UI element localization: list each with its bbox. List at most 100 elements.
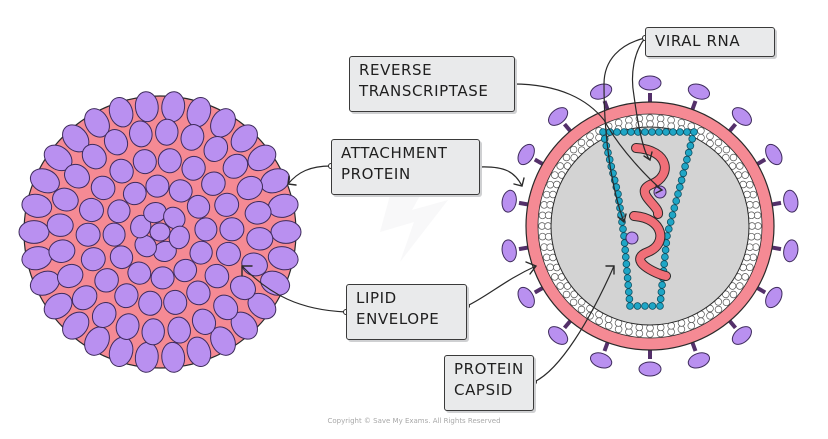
attachment-protein-knob bbox=[214, 192, 240, 217]
capsid-protein-bead bbox=[624, 288, 633, 296]
lipid-bead bbox=[646, 120, 654, 128]
lipid-bead bbox=[546, 180, 554, 189]
attachment-protein-knob bbox=[114, 283, 139, 309]
lipid-bead bbox=[614, 325, 623, 334]
attachment-protein-knob bbox=[109, 245, 134, 270]
capsid-protein-bead bbox=[661, 253, 669, 261]
attachment-protein-knob bbox=[149, 222, 171, 242]
attachment-protein-knob bbox=[246, 227, 274, 251]
lipid-bead bbox=[556, 162, 564, 170]
label-lipid-envelope-line2: ENVELOPE bbox=[356, 310, 440, 328]
lipid-bead bbox=[746, 180, 754, 189]
attachment-protein-knob bbox=[260, 270, 291, 296]
attachment-protein-knob bbox=[107, 199, 131, 224]
lipid-bead bbox=[677, 325, 686, 334]
lipid-bead bbox=[706, 312, 714, 320]
copyright-notice: Copyright © Save My Exams. All Rights Re… bbox=[327, 417, 501, 425]
capsid-protein-bead bbox=[623, 274, 632, 282]
capsid-protein-bead bbox=[679, 169, 688, 178]
attachment-protein-knob bbox=[80, 247, 106, 272]
lipid-bead bbox=[722, 290, 730, 299]
label-reverse-transcriptase: REVERSE TRANSCRIPTASE bbox=[349, 56, 515, 112]
lipid-bead bbox=[544, 222, 552, 230]
reverse-transcriptase-enzyme bbox=[625, 231, 639, 245]
capsid-protein-bead bbox=[602, 142, 611, 150]
capsid-protein-bead bbox=[620, 128, 628, 136]
attachment-protein-knob bbox=[181, 155, 206, 181]
capsid-protein-bead bbox=[607, 162, 616, 171]
attachment-protein-knob bbox=[29, 168, 60, 194]
lipid-bead bbox=[714, 138, 723, 147]
capsid-protein-bead bbox=[648, 302, 657, 310]
capsid-protein-bead bbox=[622, 260, 631, 268]
attachment-protein-head bbox=[765, 286, 783, 309]
attachment-protein-head bbox=[517, 143, 535, 166]
lipid-bead bbox=[570, 290, 578, 299]
capsid-protein-bead bbox=[655, 128, 663, 136]
label-protein-capsid-line2: CAPSID bbox=[454, 381, 513, 399]
attachment-protein-knob bbox=[21, 193, 53, 218]
leader-lipid-right bbox=[466, 265, 537, 307]
attachment-protein-knob bbox=[219, 217, 245, 242]
attachment-protein-knob bbox=[201, 171, 226, 196]
attachment-protein-knob bbox=[62, 311, 90, 340]
attachment-protein-knob bbox=[71, 285, 98, 311]
protein-capsid-beads bbox=[599, 128, 698, 310]
capsid-protein-bead bbox=[683, 155, 691, 164]
attachment-protein-knob bbox=[222, 153, 249, 179]
lipid-bead bbox=[595, 317, 603, 325]
capsid-protein-bead bbox=[677, 176, 686, 185]
capsid-protein-bead bbox=[684, 148, 693, 157]
capsid-protein-bead bbox=[676, 128, 684, 136]
attachment-protein-knob bbox=[168, 179, 193, 203]
attachment-protein-knob bbox=[191, 308, 217, 335]
attachment-protein-knob bbox=[236, 175, 263, 201]
attachment-protein-knob bbox=[186, 194, 211, 219]
lipid-bead bbox=[542, 190, 551, 199]
attachment-protein-knob bbox=[91, 302, 117, 328]
attachment-protein-head bbox=[783, 239, 799, 263]
leader-lines bbox=[241, 37, 663, 383]
lipid-bead bbox=[542, 253, 551, 262]
capsid-protein-bead bbox=[624, 281, 632, 289]
lipid-bead bbox=[722, 298, 731, 307]
attachment-protein-knob bbox=[203, 136, 229, 162]
lipid-bead bbox=[569, 145, 578, 154]
capsid-protein-bead bbox=[627, 128, 635, 136]
capsid-protein-bead bbox=[621, 246, 629, 254]
leader-arrowheads bbox=[241, 151, 664, 277]
lipid-bead bbox=[706, 132, 714, 140]
capsid-protein-bead bbox=[672, 197, 680, 205]
lipid-bead bbox=[749, 253, 758, 262]
attachment-protein-knob bbox=[180, 124, 205, 151]
lipid-bead bbox=[697, 317, 705, 325]
attachment-protein-knob bbox=[189, 240, 213, 265]
capsid-protein-bead bbox=[619, 225, 627, 233]
lipid-bead bbox=[556, 282, 564, 290]
capsid-protein-bead bbox=[623, 267, 631, 275]
attachment-protein-knob bbox=[247, 144, 277, 172]
attachment-protein-knob bbox=[155, 118, 179, 146]
attachment-protein-knob bbox=[216, 241, 241, 267]
attachment-protein-knob bbox=[64, 163, 90, 189]
lipid-bead bbox=[551, 273, 559, 281]
lipid-bead bbox=[749, 190, 758, 199]
attachment-protein-knob bbox=[84, 326, 110, 356]
reverse-transcriptase-enzyme bbox=[653, 185, 667, 199]
capsid-protein-bead bbox=[675, 183, 684, 191]
attachment-protein-knob bbox=[244, 201, 272, 225]
lipid-bead bbox=[722, 145, 731, 154]
attachment-protein-knob bbox=[167, 316, 191, 344]
attachment-protein-head bbox=[638, 75, 662, 91]
label-protein-capsid: PROTEIN CAPSID bbox=[444, 355, 534, 411]
attachment-protein-knob bbox=[84, 108, 110, 138]
leader-attachment-right bbox=[478, 166, 523, 187]
leader-rna-2 bbox=[631, 37, 651, 161]
label-attachment-protein-line1: ATTACHMENT bbox=[341, 144, 448, 162]
capsid-protein-bead bbox=[669, 128, 677, 136]
capsid-protein-bead bbox=[641, 302, 649, 310]
attachment-protein-head bbox=[783, 189, 799, 213]
lipid-bead bbox=[748, 222, 756, 230]
lipid-bead bbox=[714, 146, 723, 154]
